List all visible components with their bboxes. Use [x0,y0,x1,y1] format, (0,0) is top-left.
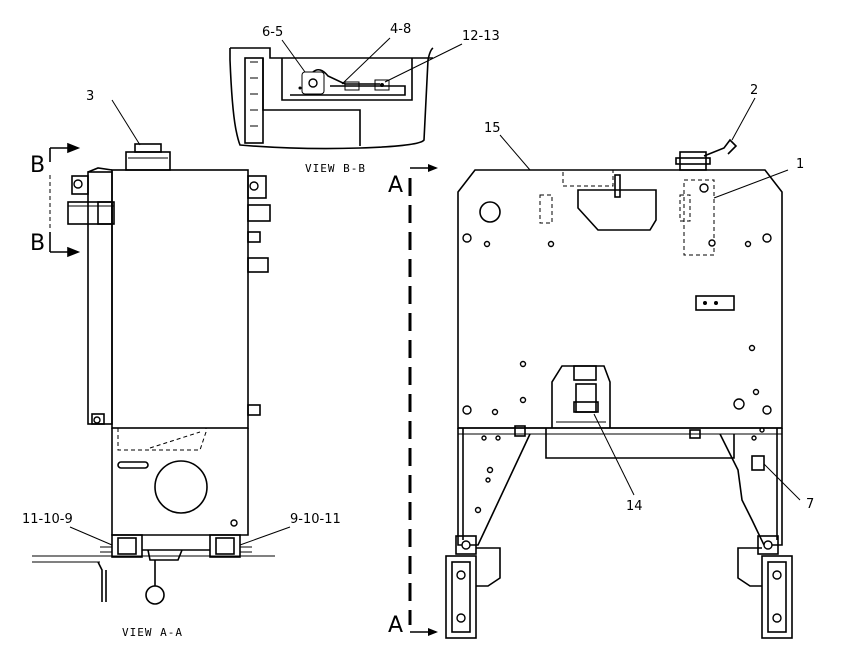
view-aa-label: VIEW A-A [122,626,183,639]
section-marker-a-top: A [388,173,403,198]
section-marker-a-bottom: A [388,613,403,638]
view-bb-label: VIEW B-B [305,162,366,175]
callout-9-10-11: 9-10-11 [290,512,341,527]
callout-1: 1 [796,157,804,172]
front-view-drawing [408,97,801,639]
callout-11-10-9: 11-10-9 [22,512,73,527]
callout-15: 15 [484,121,501,136]
callout-3: 3 [86,89,94,104]
section-marker-b-bottom: B [30,231,45,256]
callout-7: 7 [806,497,814,512]
callout-2: 2 [750,83,758,98]
view-aa-drawing [32,99,291,605]
callout-12-13: 12-13 [462,29,500,44]
view-bb-detail [229,37,463,150]
section-marker-b-top: B [30,153,45,178]
callout-14: 14 [626,499,643,514]
callout-4-8: 4-8 [390,22,411,37]
callout-6-5: 6-5 [262,25,283,40]
